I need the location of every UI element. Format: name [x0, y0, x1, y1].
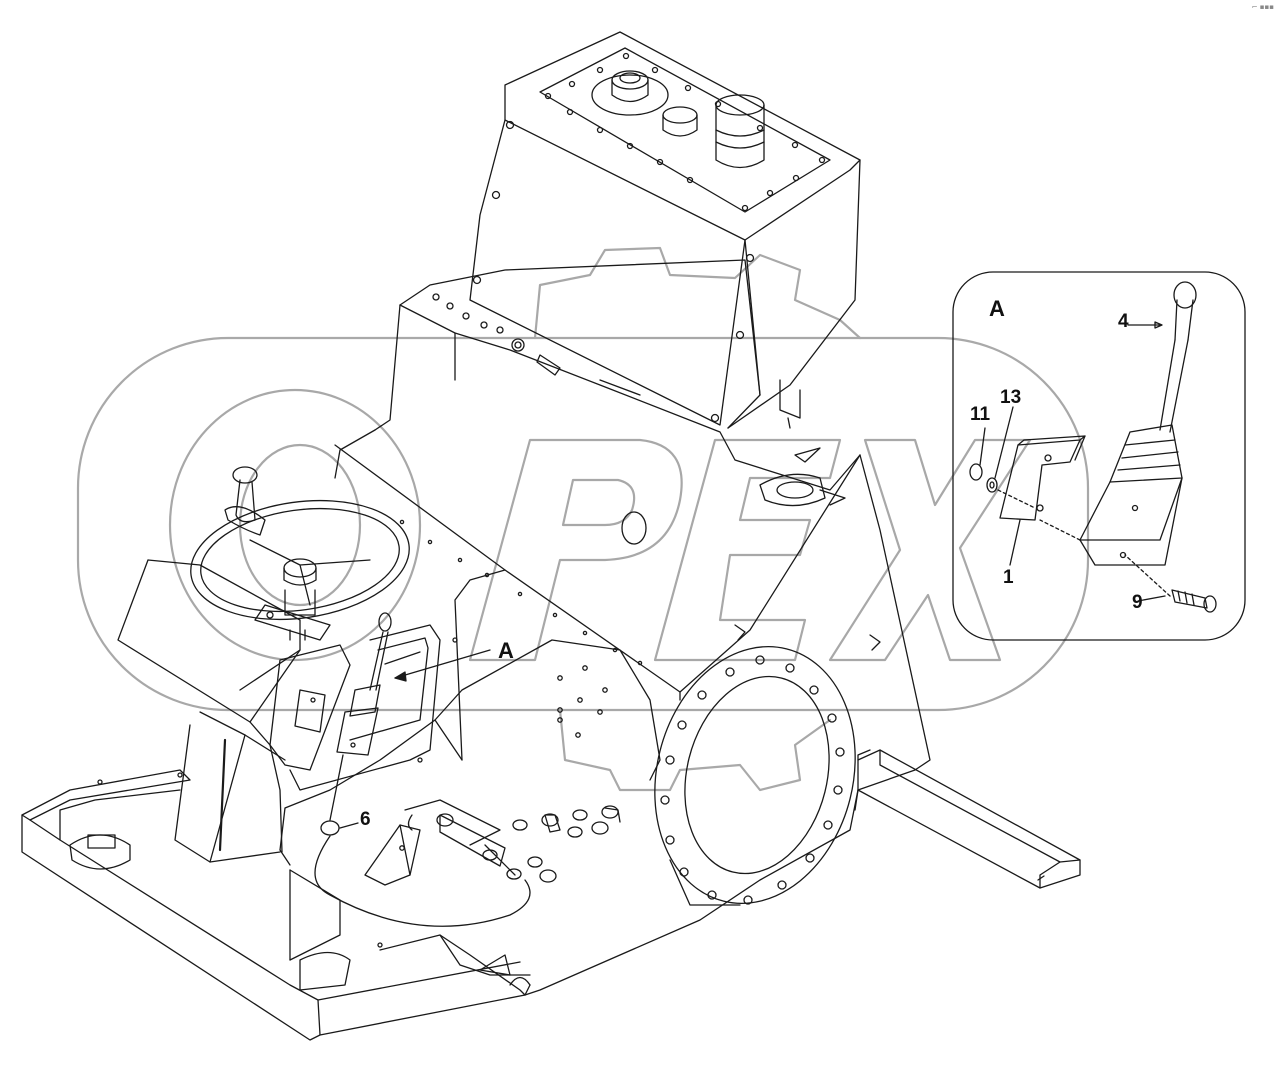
detail-a-title: A [989, 296, 1005, 321]
watermark-e [653, 438, 842, 662]
watermark-gear [533, 246, 862, 340]
washer-part [986, 477, 998, 493]
detail-frame [952, 271, 1246, 641]
nut-part [969, 463, 983, 481]
body-holes [399, 519, 643, 763]
bracket-part [999, 439, 1081, 521]
steering-console [117, 466, 410, 863]
steering-wheel [190, 499, 410, 621]
view-a-leader [394, 649, 491, 682]
flange-holes [660, 655, 845, 905]
flange-ring [654, 646, 856, 906]
detail-view-a [952, 271, 1246, 641]
watermark-o [168, 388, 422, 662]
callout-4: 4 [1118, 311, 1129, 332]
callout-11: 11 [970, 404, 991, 425]
main-body [279, 259, 931, 996]
callout-13: 13 [1000, 387, 1022, 408]
tank-bolts [544, 52, 826, 212]
base-frame [21, 769, 531, 1041]
corner-mark: ⌐ ▪▪▪ [1251, 3, 1274, 11]
callout-1: 1 [1003, 567, 1014, 588]
fitting-nuts [482, 805, 621, 883]
part-6-leader [339, 822, 359, 829]
joystick-knob [1173, 281, 1197, 309]
view-a-label: A [498, 638, 514, 663]
side-beam [857, 749, 1081, 889]
mounted-joystick [269, 612, 531, 927]
watermark [76, 246, 1090, 792]
hydraulic-tank [432, 31, 861, 463]
hydraulic-fittings [364, 799, 621, 886]
callout-9: 9 [1132, 592, 1143, 613]
callout-6: 6 [360, 809, 371, 830]
watermark-p [468, 438, 683, 662]
watermark-x [828, 438, 1032, 662]
joystick-boot [1109, 424, 1183, 483]
bolt-part [1171, 589, 1208, 609]
